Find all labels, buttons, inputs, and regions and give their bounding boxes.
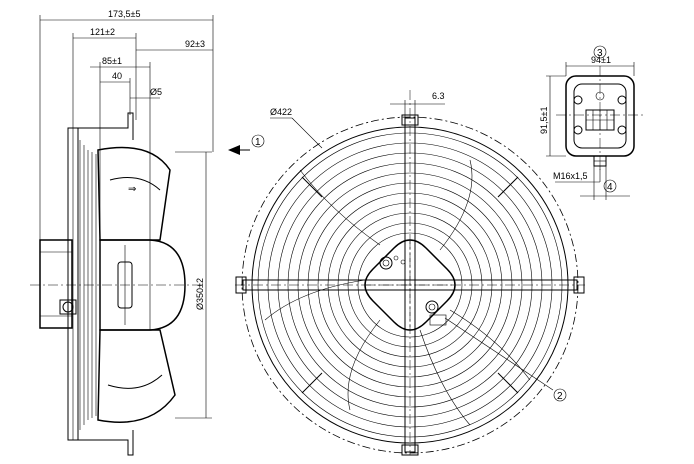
- guard-diagonals: [301, 176, 519, 394]
- box-height-dimension: 91,5±1: [539, 75, 566, 157]
- callout-1: 1: [255, 137, 261, 148]
- box-callout: 3: [593, 45, 607, 59]
- gland-callout: 4: [603, 179, 617, 193]
- top-dimensions: 173,5±5 121±2 92±3 85±1 40 Ø5: [39, 9, 214, 240]
- cable-gland-dimension: M16x1,5: [553, 166, 630, 200]
- fan-diameter-dimension: Ø350±2: [175, 151, 212, 419]
- hub-width-label: 40: [112, 71, 122, 81]
- side-view: ⇒ Ø350±2 173,5±5 121±2 92±3: [30, 9, 265, 456]
- box-width-label: 94±1: [591, 55, 611, 65]
- terminal-box: 94±1 3 91,5±1 M16x1,5 4: [539, 45, 644, 200]
- terminal-callout: 2: [444, 317, 567, 402]
- callout-3: 3: [597, 48, 603, 59]
- motor-flange: [364, 239, 456, 331]
- flange-offset-label: 121±2: [90, 27, 115, 37]
- box-width-dimension: 94±1: [565, 55, 635, 76]
- cable-gland-label: M16x1,5: [553, 171, 588, 181]
- box-height-label: 91,5±1: [539, 107, 549, 134]
- blade-curves: [264, 159, 531, 426]
- svg-text:⇒: ⇒: [128, 184, 136, 195]
- rib-width-dimension: 6.3: [390, 91, 445, 118]
- airflow-arrow-callout: 1: [228, 134, 265, 155]
- grille-offset-label: 92±3: [185, 39, 205, 49]
- callout-2: 2: [557, 391, 563, 402]
- mount-hole-label: Ø5: [150, 87, 162, 97]
- grille-diameter-dimension: Ø422: [270, 107, 323, 149]
- front-view: 6.3 Ø422 2: [235, 90, 585, 456]
- callout-4: 4: [607, 182, 613, 193]
- fan-diameter-label: Ø350±2: [195, 278, 205, 310]
- rib-width-label: 6.3: [432, 91, 445, 101]
- hub-depth-label: 85±1: [102, 56, 122, 66]
- guard-bars: [79, 140, 97, 430]
- guard-rings: [251, 126, 569, 444]
- overall-depth-label: 173,5±5: [108, 9, 140, 19]
- grille-diameter-label: Ø422: [270, 107, 292, 117]
